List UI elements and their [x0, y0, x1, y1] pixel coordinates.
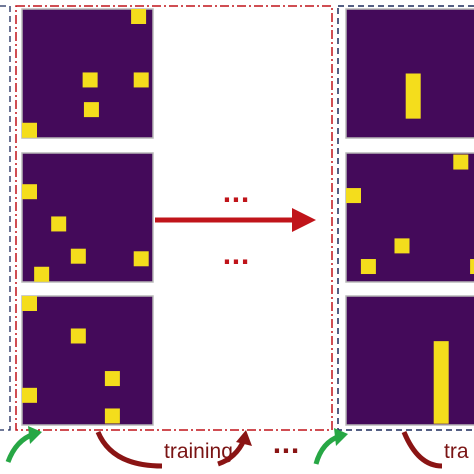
left-grid-1-cells	[22, 9, 149, 138]
left-grid-3	[21, 295, 154, 426]
lg2-cell-1	[22, 184, 37, 200]
left-dashed-frame	[0, 5, 11, 431]
curved-arrow-head-green-1	[28, 426, 42, 444]
output-column-frame	[337, 5, 474, 431]
lg3-cell-4	[22, 387, 37, 403]
lg1-cell-3	[133, 72, 149, 88]
rg2-cell-3	[394, 238, 410, 254]
right-grid-2-cells	[346, 154, 474, 275]
right-arrow-head-icon	[292, 208, 316, 232]
rg2-cell-4	[360, 259, 376, 275]
right-grid-3	[345, 295, 474, 426]
curved-arrow-head-green-2	[334, 428, 348, 446]
lg3-cell-5	[104, 408, 120, 424]
lg2-cell-3	[70, 248, 86, 264]
right-grid-3-cells	[433, 341, 449, 424]
rg2-cell-5	[470, 259, 474, 275]
right-grid-1-cells	[405, 73, 421, 119]
training-label-2: tra	[444, 440, 469, 463]
left-grid-2	[21, 152, 154, 283]
lg2-cell-2	[51, 216, 67, 232]
lg3-cell-2	[70, 328, 86, 344]
lg1-cell-4	[83, 102, 99, 118]
lg1-cell-1	[131, 9, 147, 24]
curved-arrow-training-2	[401, 431, 443, 469]
curved-arrow-training-1	[95, 430, 163, 469]
left-grid-2-cells	[22, 184, 149, 282]
lg3-cell-1	[22, 296, 37, 311]
right-grid-1	[345, 8, 474, 139]
training-label-1: training	[164, 440, 233, 463]
left-grid-3-cells	[22, 296, 120, 424]
rg2-cell-1	[453, 154, 469, 170]
ellipsis-top: ···	[222, 186, 249, 214]
lg3-cell-3	[104, 371, 120, 387]
lg2-cell-4	[133, 251, 149, 267]
right-grid-2	[345, 152, 474, 283]
lg2-cell-5	[34, 266, 50, 282]
rg2-cell-2	[346, 188, 361, 204]
ellipsis-between: ···	[272, 437, 299, 465]
ellipsis-bottom: ···	[222, 248, 249, 276]
rg3-bar	[433, 341, 449, 424]
rg1-bar	[405, 73, 421, 119]
lg1-cell-2	[82, 72, 98, 88]
lg1-cell-5	[22, 122, 37, 138]
curved-arrow-head-maroon-1	[236, 430, 252, 446]
input-column-frame	[15, 5, 333, 431]
left-grid-1	[21, 8, 154, 139]
